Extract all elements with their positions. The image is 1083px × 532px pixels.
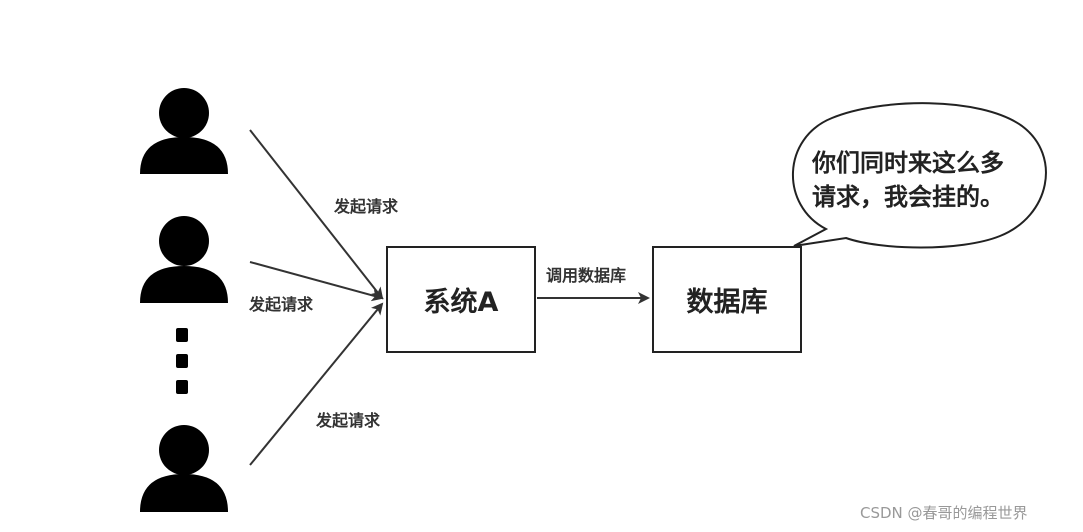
edge-label-call-db: 调用数据库 bbox=[546, 266, 627, 285]
ellipsis-dots-icon bbox=[176, 328, 188, 394]
system-a-node: 系统A bbox=[386, 246, 536, 353]
arrow-request-1 bbox=[249, 129, 384, 300]
arrow-request-3 bbox=[249, 302, 384, 466]
user-icon bbox=[140, 88, 228, 174]
database-node: 数据库 bbox=[652, 246, 802, 353]
edge-label-request-3: 发起请求 bbox=[316, 411, 381, 430]
speech-bubble bbox=[792, 102, 1047, 249]
user-icon bbox=[140, 216, 228, 303]
edge-label-request-1: 发起请求 bbox=[334, 197, 399, 216]
arrow-request-2 bbox=[249, 261, 384, 302]
user-icon bbox=[140, 425, 228, 512]
speech-bubble-text: 你们同时来这么多 请求，我会挂的。 bbox=[812, 149, 1004, 211]
edge-label-request-2: 发起请求 bbox=[249, 295, 314, 314]
watermark: CSDN @春哥的编程世界 bbox=[860, 504, 1028, 522]
